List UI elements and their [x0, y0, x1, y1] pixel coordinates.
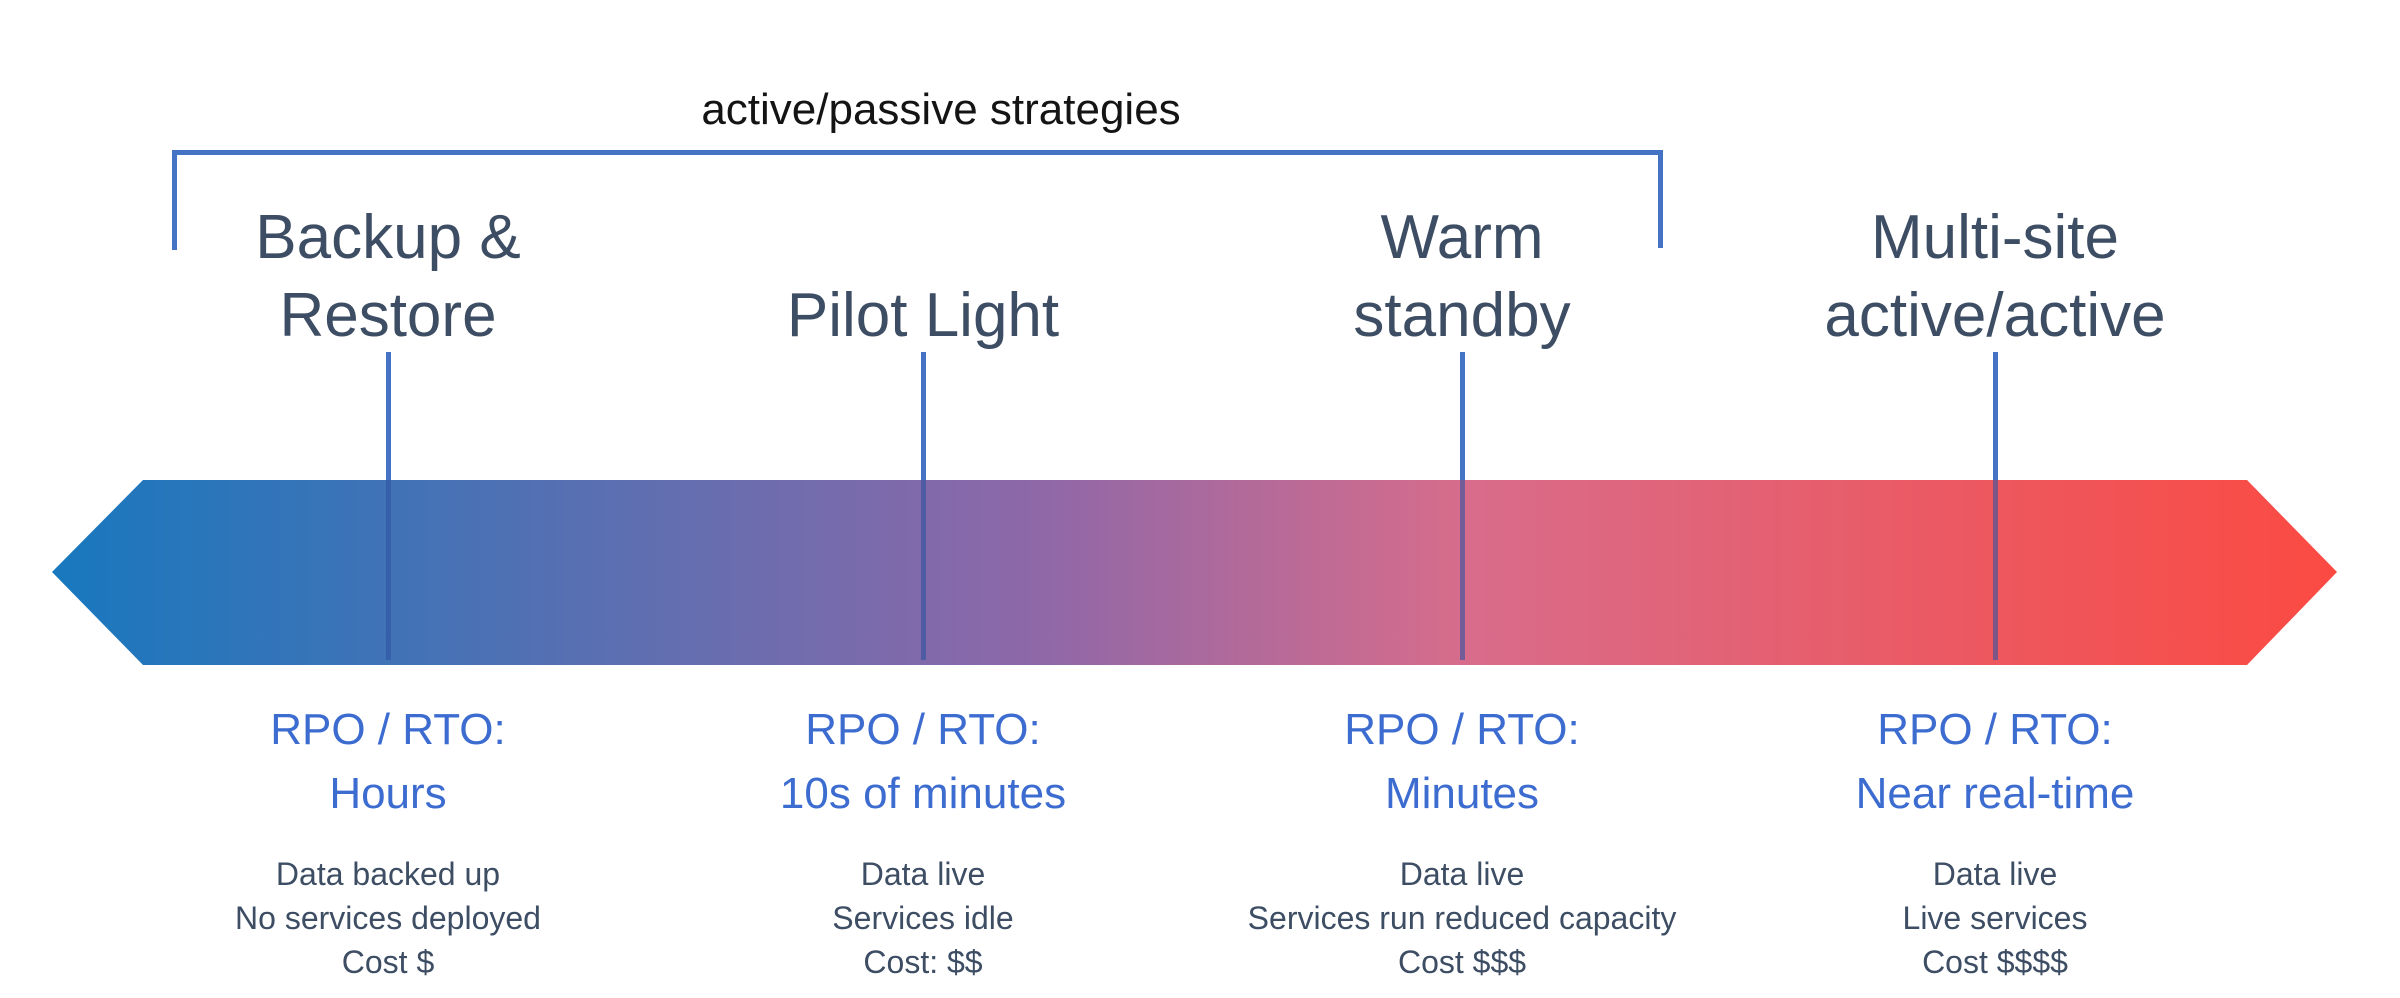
connector-line-backup-restore-overlay — [386, 480, 391, 660]
detail-line: Data live — [860, 856, 986, 892]
rpo-rto-value: Near real-time — [1855, 769, 2135, 818]
connector-line-warm-standby — [1460, 352, 1465, 480]
bracket-left-end — [172, 150, 177, 250]
strategy-label-line: Multi-site — [1870, 203, 2120, 272]
strategy-label-line: active/active — [1824, 281, 2166, 350]
detail-line: Cost $$$ — [1397, 944, 1527, 980]
detail-line: Services run reduced capacity — [1247, 900, 1677, 936]
rpo-rto-heading: RPO / RTO: — [805, 705, 1041, 754]
detail-line: Data backed up — [275, 856, 501, 892]
strategy-label-line: standby — [1353, 281, 1571, 350]
double-headed-arrow-shape — [52, 480, 2337, 665]
detail-line: No services deployed — [235, 900, 541, 936]
strategy-label-warm-standby: Warm standby — [1142, 199, 1782, 355]
rpo-rto-heading: RPO / RTO: — [1344, 705, 1580, 754]
rpo-rto-backup-restore: RPO / RTO: Hours — [68, 698, 708, 826]
strategy-label-backup-restore: Backup & Restore — [68, 199, 708, 355]
strategy-label-pilot-light: Pilot Light — [603, 277, 1243, 355]
detail-line: Cost $ — [341, 944, 435, 980]
connector-line-multi-site — [1993, 352, 1998, 480]
detail-line: Live services — [1902, 900, 2088, 936]
connector-line-pilot-light-overlay — [921, 480, 926, 660]
bracket-right-end — [1658, 150, 1663, 248]
bracket-horizontal-line — [172, 150, 1663, 155]
rpo-rto-multi-site: RPO / RTO: Near real-time — [1675, 698, 2315, 826]
connector-line-pilot-light — [921, 352, 926, 480]
strategy-label-line: Restore — [279, 281, 497, 350]
rpo-rto-value: 10s of minutes — [779, 769, 1067, 818]
rpo-rto-value: Minutes — [1384, 769, 1540, 818]
detail-line: Services idle — [832, 900, 1014, 936]
details-backup-restore: Data backed up No services deployed Cost… — [68, 852, 708, 984]
strategy-label-line: Backup & — [255, 203, 521, 272]
connector-line-multi-site-overlay — [1993, 480, 1998, 660]
detail-line: Data live — [1932, 856, 2058, 892]
rpo-rto-warm-standby: RPO / RTO: Minutes — [1142, 698, 1782, 826]
rpo-rto-heading: RPO / RTO: — [270, 705, 506, 754]
details-warm-standby: Data live Services run reduced capacity … — [1142, 852, 1782, 984]
connector-line-backup-restore — [386, 352, 391, 480]
strategy-label-line: Warm — [1380, 203, 1544, 272]
detail-line: Cost: $$ — [863, 944, 983, 980]
details-multi-site: Data live Live services Cost $$$$ — [1675, 852, 2315, 984]
strategy-label-multi-site: Multi-site active/active — [1675, 199, 2315, 355]
rpo-rto-pilot-light: RPO / RTO: 10s of minutes — [603, 698, 1243, 826]
diagram-title: active/passive strategies — [701, 85, 1181, 134]
connector-line-warm-standby-overlay — [1460, 480, 1465, 660]
detail-line: Data live — [1399, 856, 1525, 892]
rpo-rto-heading: RPO / RTO: — [1877, 705, 2113, 754]
rpo-rto-value: Hours — [329, 769, 447, 818]
strategy-label-line: Pilot Light — [786, 281, 1060, 350]
details-pilot-light: Data live Services idle Cost: $$ — [603, 852, 1243, 984]
detail-line: Cost $$$$ — [1922, 944, 2068, 980]
